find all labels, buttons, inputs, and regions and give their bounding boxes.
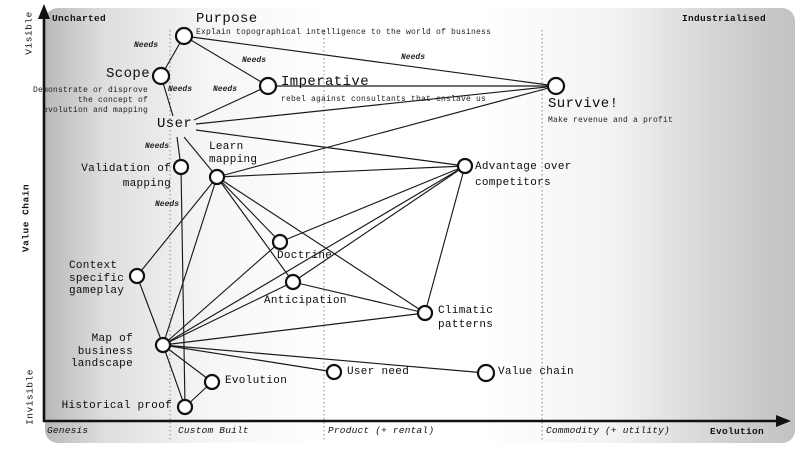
sublabel-survive: Make revenue and a profit	[548, 116, 674, 125]
needs-label: Needs	[155, 200, 180, 209]
edge-map-advantage	[162, 165, 466, 346]
label-doctrine: Doctrine	[277, 250, 333, 262]
label-valuechain: Value chain	[498, 366, 574, 378]
needs-label: Needs	[145, 142, 170, 151]
stage-label-1: Custom Built	[178, 425, 249, 436]
edge-validation-historical	[180, 166, 186, 408]
label-purpose: Purpose	[196, 11, 258, 27]
edge-context-map	[136, 275, 164, 346]
edge-learn-climatic	[216, 176, 426, 314]
sublabel-imperative: rebel against consultants that enslave u…	[281, 95, 487, 104]
edge-anticipation-climatic	[292, 281, 426, 314]
label-survive: Survive!	[548, 96, 619, 112]
edge-learn-doctrine	[216, 176, 281, 243]
needs-label: Needs	[213, 85, 238, 94]
label-learn: Learn mapping	[209, 141, 258, 166]
sublabel-scope: Demonstrate or disprove the concept of e…	[32, 86, 148, 115]
label-uncharted: Uncharted	[52, 13, 107, 24]
node-scope	[151, 66, 171, 86]
node-validation	[172, 158, 190, 176]
edge-learn-survive	[216, 85, 557, 178]
node-purpose	[174, 26, 194, 46]
node-historical	[176, 398, 194, 416]
label-validation: Validation of mapping	[81, 163, 171, 190]
edge-anticipation-advantage	[292, 165, 466, 283]
edge-map-historical	[162, 344, 186, 408]
stage-label-0: Genesis	[47, 425, 89, 436]
y-axis-arrow	[38, 4, 50, 19]
node-userneed	[325, 363, 343, 381]
edge-purpose-imperative	[183, 35, 269, 87]
edge-doctrine-advantage	[279, 165, 466, 243]
node-imperative	[258, 76, 278, 96]
edge-imperative-user	[193, 85, 269, 121]
edge-user-survive	[195, 85, 557, 125]
node-survive	[546, 76, 566, 96]
edge-learn-advantage	[216, 165, 466, 178]
label-user: User	[157, 116, 193, 132]
stage-label-3: Commodity (+ utility)	[546, 425, 670, 436]
label-industrialised: Industrialised	[682, 13, 767, 24]
edge-climatic-advantage	[424, 165, 466, 314]
label-climatic: Climatic patterns	[438, 305, 494, 331]
edge-learn-anticipation	[216, 176, 294, 283]
label-advantage: Advantage over competitors	[475, 161, 572, 189]
label-imperative: Imperative	[281, 74, 370, 90]
edge-learn-map	[162, 176, 218, 346]
edge-user-learn	[183, 136, 218, 178]
needs-label: Needs	[242, 56, 267, 65]
label-scope: Scope	[105, 66, 150, 82]
edge-map-userneed	[162, 344, 335, 373]
sublabel-purpose: Explain topographical intelligence to th…	[196, 28, 492, 37]
label-context: Context specific gameplay	[69, 260, 125, 297]
node-climatic	[416, 304, 434, 322]
needs-label: Needs	[168, 85, 193, 94]
node-map	[154, 336, 172, 354]
node-learn	[208, 168, 226, 186]
needs-label: Needs	[401, 53, 426, 62]
x-axis-arrow	[776, 415, 791, 427]
needs-label: Needs	[134, 41, 159, 50]
label-historical: Historical proof	[61, 400, 172, 412]
edge-learn-context	[136, 176, 218, 277]
edge-map-valuechain	[162, 344, 487, 374]
edge-map-doctrine	[162, 241, 281, 346]
stage-label-2: Product (+ rental)	[328, 425, 435, 436]
edge-map-evolution_node	[162, 344, 213, 383]
edge-purpose-survive	[183, 35, 557, 87]
node-anticipation	[284, 273, 302, 291]
node-doctrine	[271, 233, 289, 251]
edge-map-anticipation	[162, 281, 294, 346]
label-userneed: User need	[347, 366, 410, 378]
label-evolution_node: Evolution	[225, 375, 288, 387]
node-valuechain	[476, 363, 496, 383]
edge-map-climatic	[162, 312, 426, 346]
node-context	[128, 267, 146, 285]
edge-user-advantage	[195, 129, 466, 167]
node-evolution_node	[203, 373, 221, 391]
axis-label-evolution: Evolution	[710, 426, 765, 437]
node-advantage	[456, 157, 474, 175]
label-map: Map of business landscape	[70, 333, 133, 370]
label-anticipation: Anticipation	[264, 295, 347, 307]
